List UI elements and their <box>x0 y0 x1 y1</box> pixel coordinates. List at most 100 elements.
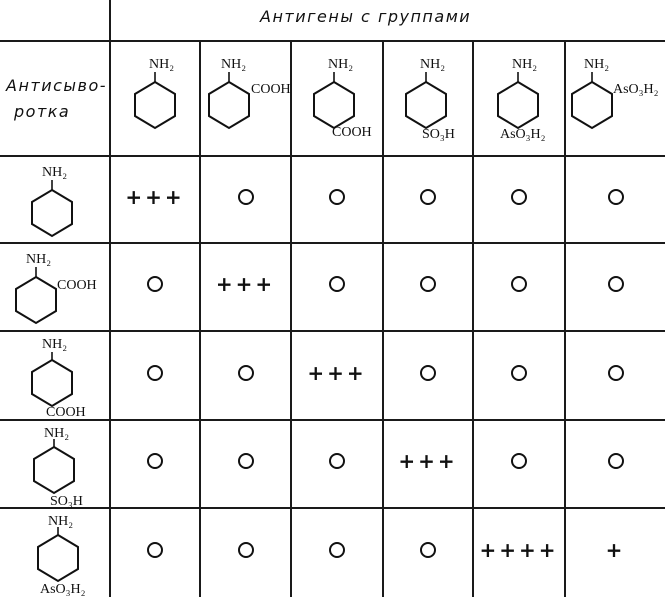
divider-col-4 <box>472 40 474 597</box>
svg-text:NH₂: NH₂ <box>44 426 69 441</box>
result-cell <box>292 157 382 236</box>
negative-reaction-mark <box>147 364 163 381</box>
divider-row-5 <box>0 507 665 509</box>
negative-reaction-mark <box>511 453 527 469</box>
negative-reaction-mark <box>511 276 527 292</box>
result-cell <box>201 332 290 413</box>
negative-reaction-mark <box>420 276 436 292</box>
result-cell <box>566 332 665 413</box>
negative-reaction-mark <box>511 188 527 205</box>
positive-reaction-mark: +++ <box>307 360 367 385</box>
svg-text:NH₂: NH₂ <box>512 57 537 72</box>
result-cell <box>566 244 665 324</box>
divider-col-3 <box>382 40 384 597</box>
negative-reaction-mark <box>420 364 436 381</box>
result-cell <box>111 244 199 324</box>
result-cell <box>384 157 472 236</box>
result-cell: ++++ <box>474 509 564 591</box>
svg-text:COOH: COOH <box>251 82 291 97</box>
result-cell <box>474 157 564 236</box>
result-cell <box>111 421 199 501</box>
result-cell <box>384 332 472 413</box>
svg-text:COOH: COOH <box>46 405 86 420</box>
divider-header-bottom <box>0 40 665 42</box>
negative-reaction-mark <box>607 276 624 292</box>
result-cell <box>201 421 290 501</box>
result-cell <box>292 509 382 591</box>
negative-reaction-mark <box>607 188 624 205</box>
negative-reaction-mark <box>237 542 254 558</box>
result-cell <box>111 332 199 413</box>
antigen-aminobenzoic-ortho: NH₂ COOH <box>207 50 297 146</box>
svg-text:COOH: COOH <box>332 125 372 140</box>
positive-reaction-mark: +++ <box>398 449 458 473</box>
negative-reaction-mark <box>329 542 345 558</box>
divider-row-4 <box>0 419 665 421</box>
negative-reaction-mark <box>237 188 254 205</box>
result-cell: +++ <box>292 332 382 413</box>
antiserum-header-line2: ротка <box>14 102 71 121</box>
negative-reaction-mark <box>237 453 254 469</box>
result-cell <box>566 421 665 501</box>
antiserum-arsanilic: NH₂ AsO₃H₂ <box>36 511 116 597</box>
svg-text:AsO₃H₂: AsO₃H₂ <box>40 582 86 597</box>
result-cell: + <box>566 509 665 591</box>
result-cell <box>292 421 382 501</box>
result-cell <box>292 244 382 324</box>
antiserum-aminobenzoic-ortho: NH₂ COOH <box>14 247 108 332</box>
antigen-aniline: NH₂ <box>133 50 193 146</box>
negative-reaction-mark <box>420 188 436 205</box>
svg-text:NH₂: NH₂ <box>42 165 67 180</box>
result-cell <box>566 157 665 236</box>
svg-text:NH₂: NH₂ <box>48 514 73 529</box>
positive-reaction-mark: +++ <box>125 184 185 209</box>
result-cell <box>111 509 199 591</box>
result-cell <box>201 509 290 591</box>
result-cell <box>384 244 472 324</box>
antigen-arsanilic-ortho: NH₂ AsO₃H₂ <box>570 50 664 146</box>
svg-text:NH₂: NH₂ <box>584 57 609 72</box>
result-cell: +++ <box>384 421 472 501</box>
antiserum-aniline: NH₂ <box>30 160 100 245</box>
antigens-header: Антигены с группами <box>260 7 472 26</box>
negative-reaction-mark <box>147 453 163 469</box>
result-cell <box>474 332 564 413</box>
svg-text:NH₂: NH₂ <box>221 57 246 72</box>
positive-reaction-mark: +++ <box>215 272 276 296</box>
svg-text:NH₂: NH₂ <box>328 57 353 72</box>
positive-reaction-mark: ++++ <box>479 538 559 562</box>
negative-reaction-mark <box>511 364 527 381</box>
result-cell <box>474 244 564 324</box>
divider-col-1 <box>199 40 201 597</box>
positive-reaction-mark: + <box>605 538 626 562</box>
negative-reaction-mark <box>329 453 345 469</box>
svg-text:NH₂: NH₂ <box>42 337 67 352</box>
antigen-arsanilic-para: NH₂ AsO₃H₂ <box>496 50 576 146</box>
svg-text:NH₂: NH₂ <box>149 57 174 72</box>
divider-col-5 <box>564 40 566 597</box>
result-cell <box>384 509 472 591</box>
divider-row-2 <box>0 242 665 244</box>
svg-text:SO₃H: SO₃H <box>422 127 455 142</box>
svg-text:AsO₃H₂: AsO₃H₂ <box>613 82 659 97</box>
result-cell <box>201 157 290 236</box>
divider-row-1 <box>0 155 665 157</box>
antigen-aminobenzoic-meta: NH₂ COOH <box>312 50 392 146</box>
divider-col-2 <box>290 40 292 597</box>
svg-text:NH₂: NH₂ <box>26 252 51 267</box>
svg-text:COOH: COOH <box>57 278 97 293</box>
divider-row-3 <box>0 330 665 332</box>
result-cell: +++ <box>111 157 199 236</box>
negative-reaction-mark <box>607 453 624 469</box>
svg-text:NH₂: NH₂ <box>420 57 445 72</box>
divider-vertical-row-header <box>109 0 111 597</box>
antiserum-sulfanilic: NH₂ SO₃H <box>32 423 112 509</box>
negative-reaction-mark <box>237 364 254 381</box>
antiserum-aminobenzoic-meta: NH₂ COOH <box>30 334 110 420</box>
result-cell: +++ <box>201 244 290 324</box>
negative-reaction-mark <box>607 364 624 381</box>
svg-text:AsO₃H₂: AsO₃H₂ <box>500 127 546 142</box>
negative-reaction-mark <box>329 188 345 205</box>
svg-text:SO₃H: SO₃H <box>50 494 83 509</box>
